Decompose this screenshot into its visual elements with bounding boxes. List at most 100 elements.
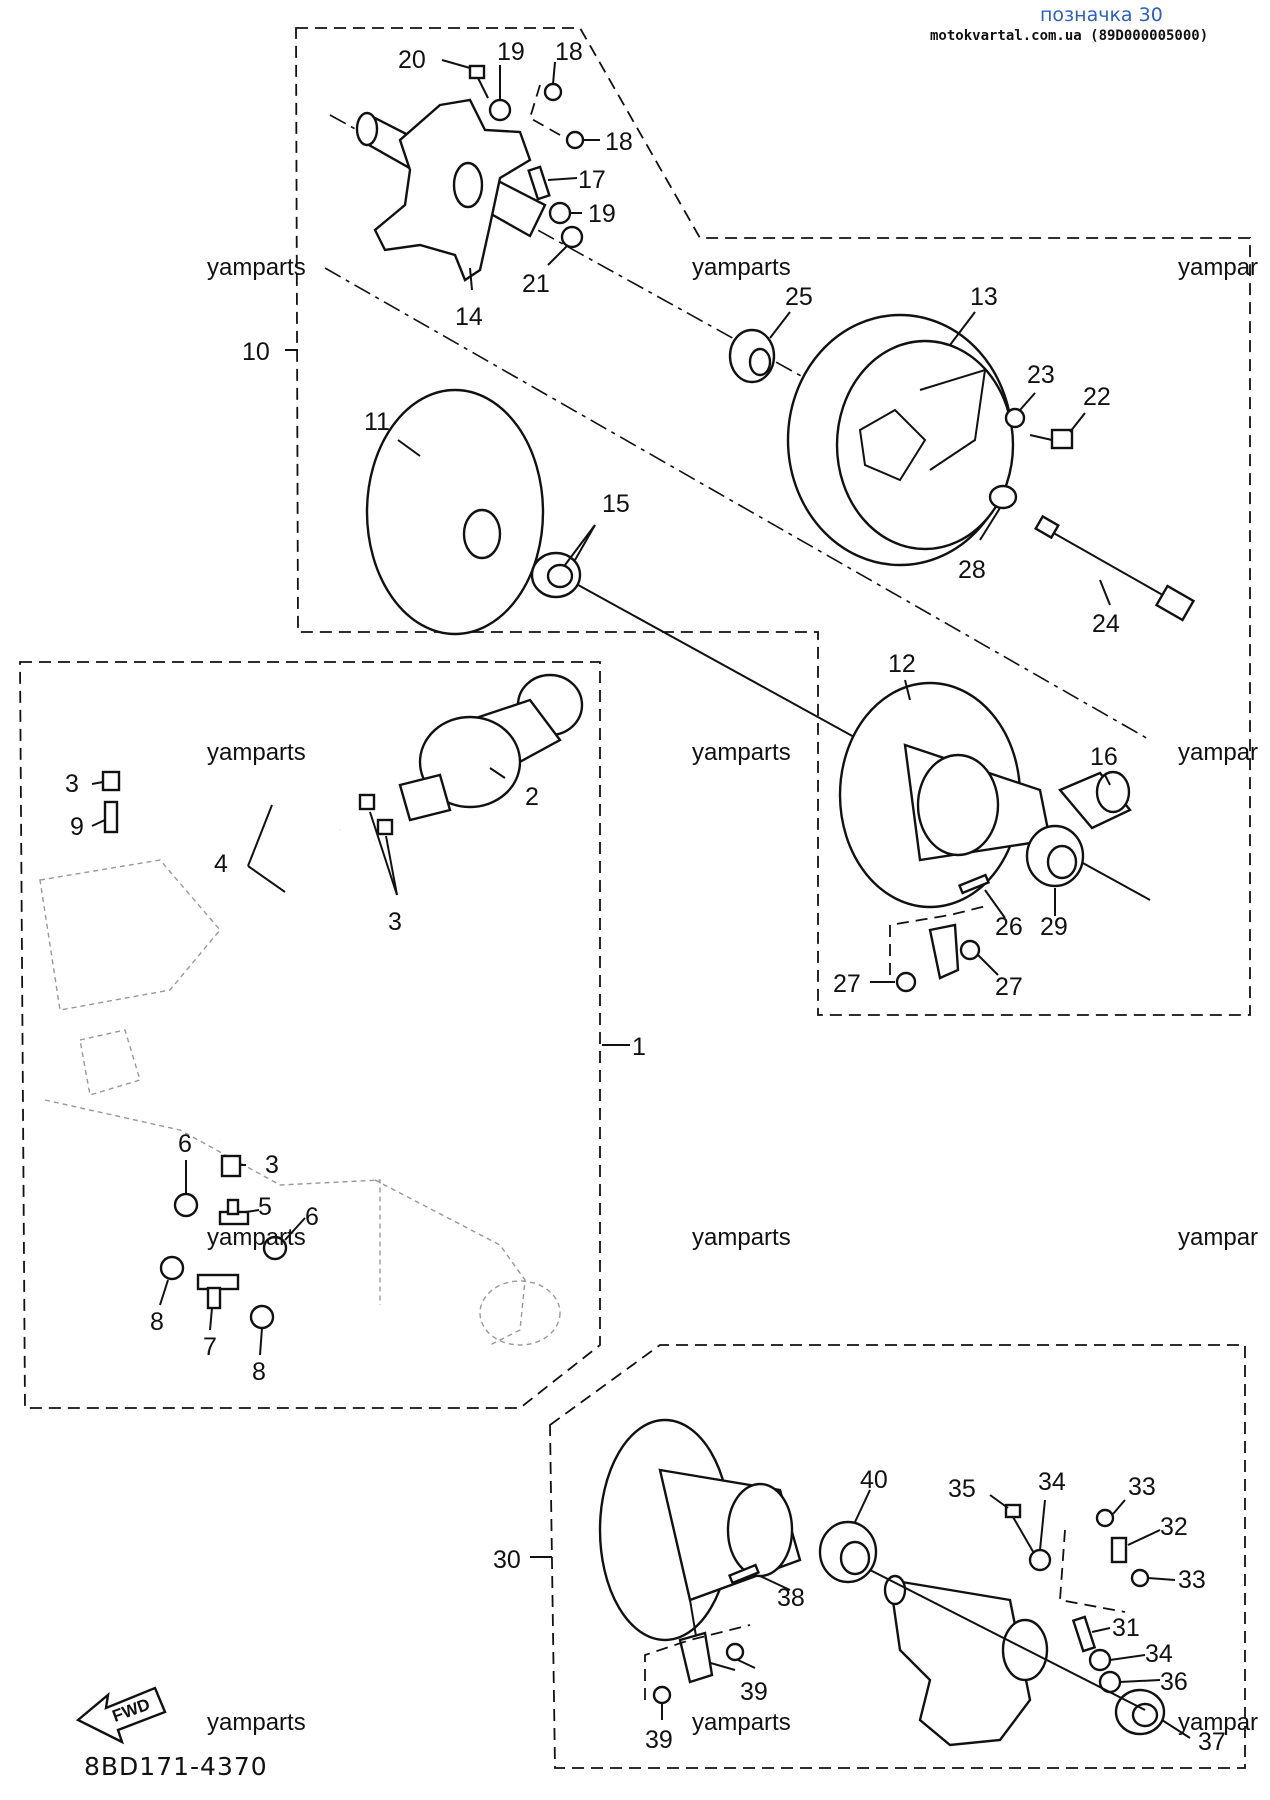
part-30-spider-shaft	[883, 1574, 1049, 1747]
watermark: yamparts	[207, 1709, 306, 1736]
part-4-hose-a-inner	[107, 727, 343, 832]
part-35-bolt	[1004, 1503, 1036, 1556]
callout-37: 37	[1198, 1728, 1226, 1756]
watermark: yamparts	[692, 254, 791, 281]
part-18-collar-a	[543, 82, 563, 102]
callout-24: 24	[1092, 610, 1120, 638]
callout-18: 18	[605, 128, 633, 156]
callout-29: 29	[1040, 913, 1068, 941]
callout-6: 6	[305, 1203, 319, 1231]
watermark-clipped: yampar	[1178, 254, 1258, 281]
group-1-outline	[19, 661, 601, 1409]
callout-39: 39	[740, 1678, 768, 1706]
callout-33: 33	[1128, 1473, 1156, 1501]
callout-8: 8	[252, 1358, 266, 1386]
part-19-nut-a	[488, 98, 512, 122]
watermark: yamparts	[692, 739, 791, 766]
fwd-arrow: FWD	[75, 1686, 167, 1745]
part-13-cover	[786, 313, 1015, 567]
part-33-collar-b	[1130, 1568, 1150, 1588]
watermark: yamparts	[207, 739, 306, 766]
callout-15: 15	[602, 490, 630, 518]
callout-10: 10	[242, 338, 270, 366]
part-6-clip-a	[173, 1192, 199, 1218]
callout-31: 31	[1112, 1614, 1140, 1642]
callout-3: 3	[265, 1151, 279, 1179]
part-15-bushing	[530, 551, 582, 599]
part-14-spider-shaft	[355, 98, 547, 282]
group-30-outline	[549, 1344, 1246, 1769]
callouts: 20 19 18 18 17 19 21 14 25 13 23 22 10 1…	[65, 38, 1226, 1756]
callout-13: 13	[970, 283, 998, 311]
part-38-pin	[727, 1563, 761, 1585]
callout-19: 19	[497, 38, 525, 66]
part-18-collar-b	[565, 130, 585, 150]
callout-2: 2	[525, 783, 539, 811]
callout-4: 4	[214, 850, 228, 878]
callout-27: 27	[833, 970, 861, 998]
callout-1: 1	[632, 1033, 646, 1061]
part-26-pin	[957, 873, 991, 895]
callout-38: 38	[777, 1584, 805, 1612]
part-34-nut-a	[1028, 1548, 1052, 1572]
part-3-clamp-b2	[376, 818, 394, 836]
part-32-pin	[1110, 1536, 1128, 1564]
callout-25: 25	[785, 283, 813, 311]
part-30-sheave-assembly	[598, 1418, 802, 1671]
callout-36: 36	[1160, 1668, 1188, 1696]
callout-32: 32	[1160, 1513, 1188, 1541]
part-16-bushing	[1058, 770, 1132, 830]
callout-30: 30	[493, 1546, 521, 1574]
callout-8: 8	[150, 1308, 164, 1336]
watermark-clipped: yampar	[1178, 739, 1258, 766]
part-27-roller-b	[959, 939, 981, 961]
callout-6: 6	[178, 1130, 192, 1158]
callout-3: 3	[388, 908, 402, 936]
part-3-clamp-b1	[358, 793, 376, 811]
callout-3: 3	[65, 770, 79, 798]
callout-7: 7	[203, 1333, 217, 1361]
part-37-bushing	[1114, 1688, 1166, 1736]
part-4-hose-b-inner	[215, 837, 376, 1141]
watermark-clipped: yampar	[1178, 1224, 1258, 1251]
ghost-engine-outline	[39, 859, 561, 1346]
part-5-tee	[218, 1198, 250, 1226]
watermark: yamparts	[692, 1709, 791, 1736]
part-19-nut-b	[548, 201, 572, 225]
callout-26: 26	[995, 913, 1023, 941]
callout-27: 27	[995, 973, 1023, 1001]
part-3-clamp-c	[220, 1154, 242, 1178]
part-28-washer	[988, 484, 1018, 510]
callout-18: 18	[555, 38, 583, 66]
header-title: позначка 30	[1040, 4, 1163, 26]
part-40-seal	[818, 1520, 878, 1584]
watermark-clipped: yampar	[1178, 1709, 1258, 1736]
watermark: yamparts	[207, 254, 306, 281]
part-24-long-bolt	[1034, 514, 1196, 622]
part-33-collar-a	[1095, 1508, 1115, 1528]
part-12-fixed-sheave	[838, 681, 1052, 909]
header-subtitle: motokvartal.com.ua (89D000005000)	[930, 28, 1209, 44]
part-21-washer	[560, 225, 584, 249]
callout-33: 33	[1178, 1566, 1206, 1594]
diagram-code: 8BD171-4370	[84, 1752, 268, 1781]
leader-lines	[91, 59, 1191, 1739]
bracket-33	[1059, 1529, 1126, 1613]
bracket-18	[528, 84, 561, 136]
part-7-tee	[196, 1273, 240, 1310]
group-10-outline	[295, 27, 1251, 1016]
axis-line-mid	[324, 267, 1151, 741]
part-39-roller-b	[652, 1685, 672, 1705]
callout-16: 16	[1090, 743, 1118, 771]
watermark: yamparts	[692, 1224, 791, 1251]
part-9-fitting	[103, 800, 119, 834]
part-6-clip-b	[262, 1235, 288, 1261]
part-39-roller-a	[725, 1642, 745, 1662]
part-4-hose-b	[216, 839, 376, 1141]
part-22-bolt	[1029, 428, 1074, 450]
part-20-bolt	[468, 64, 489, 99]
axis-line-30	[869, 1569, 1146, 1711]
callout-11: 11	[364, 408, 390, 436]
callout-23: 23	[1027, 361, 1055, 389]
